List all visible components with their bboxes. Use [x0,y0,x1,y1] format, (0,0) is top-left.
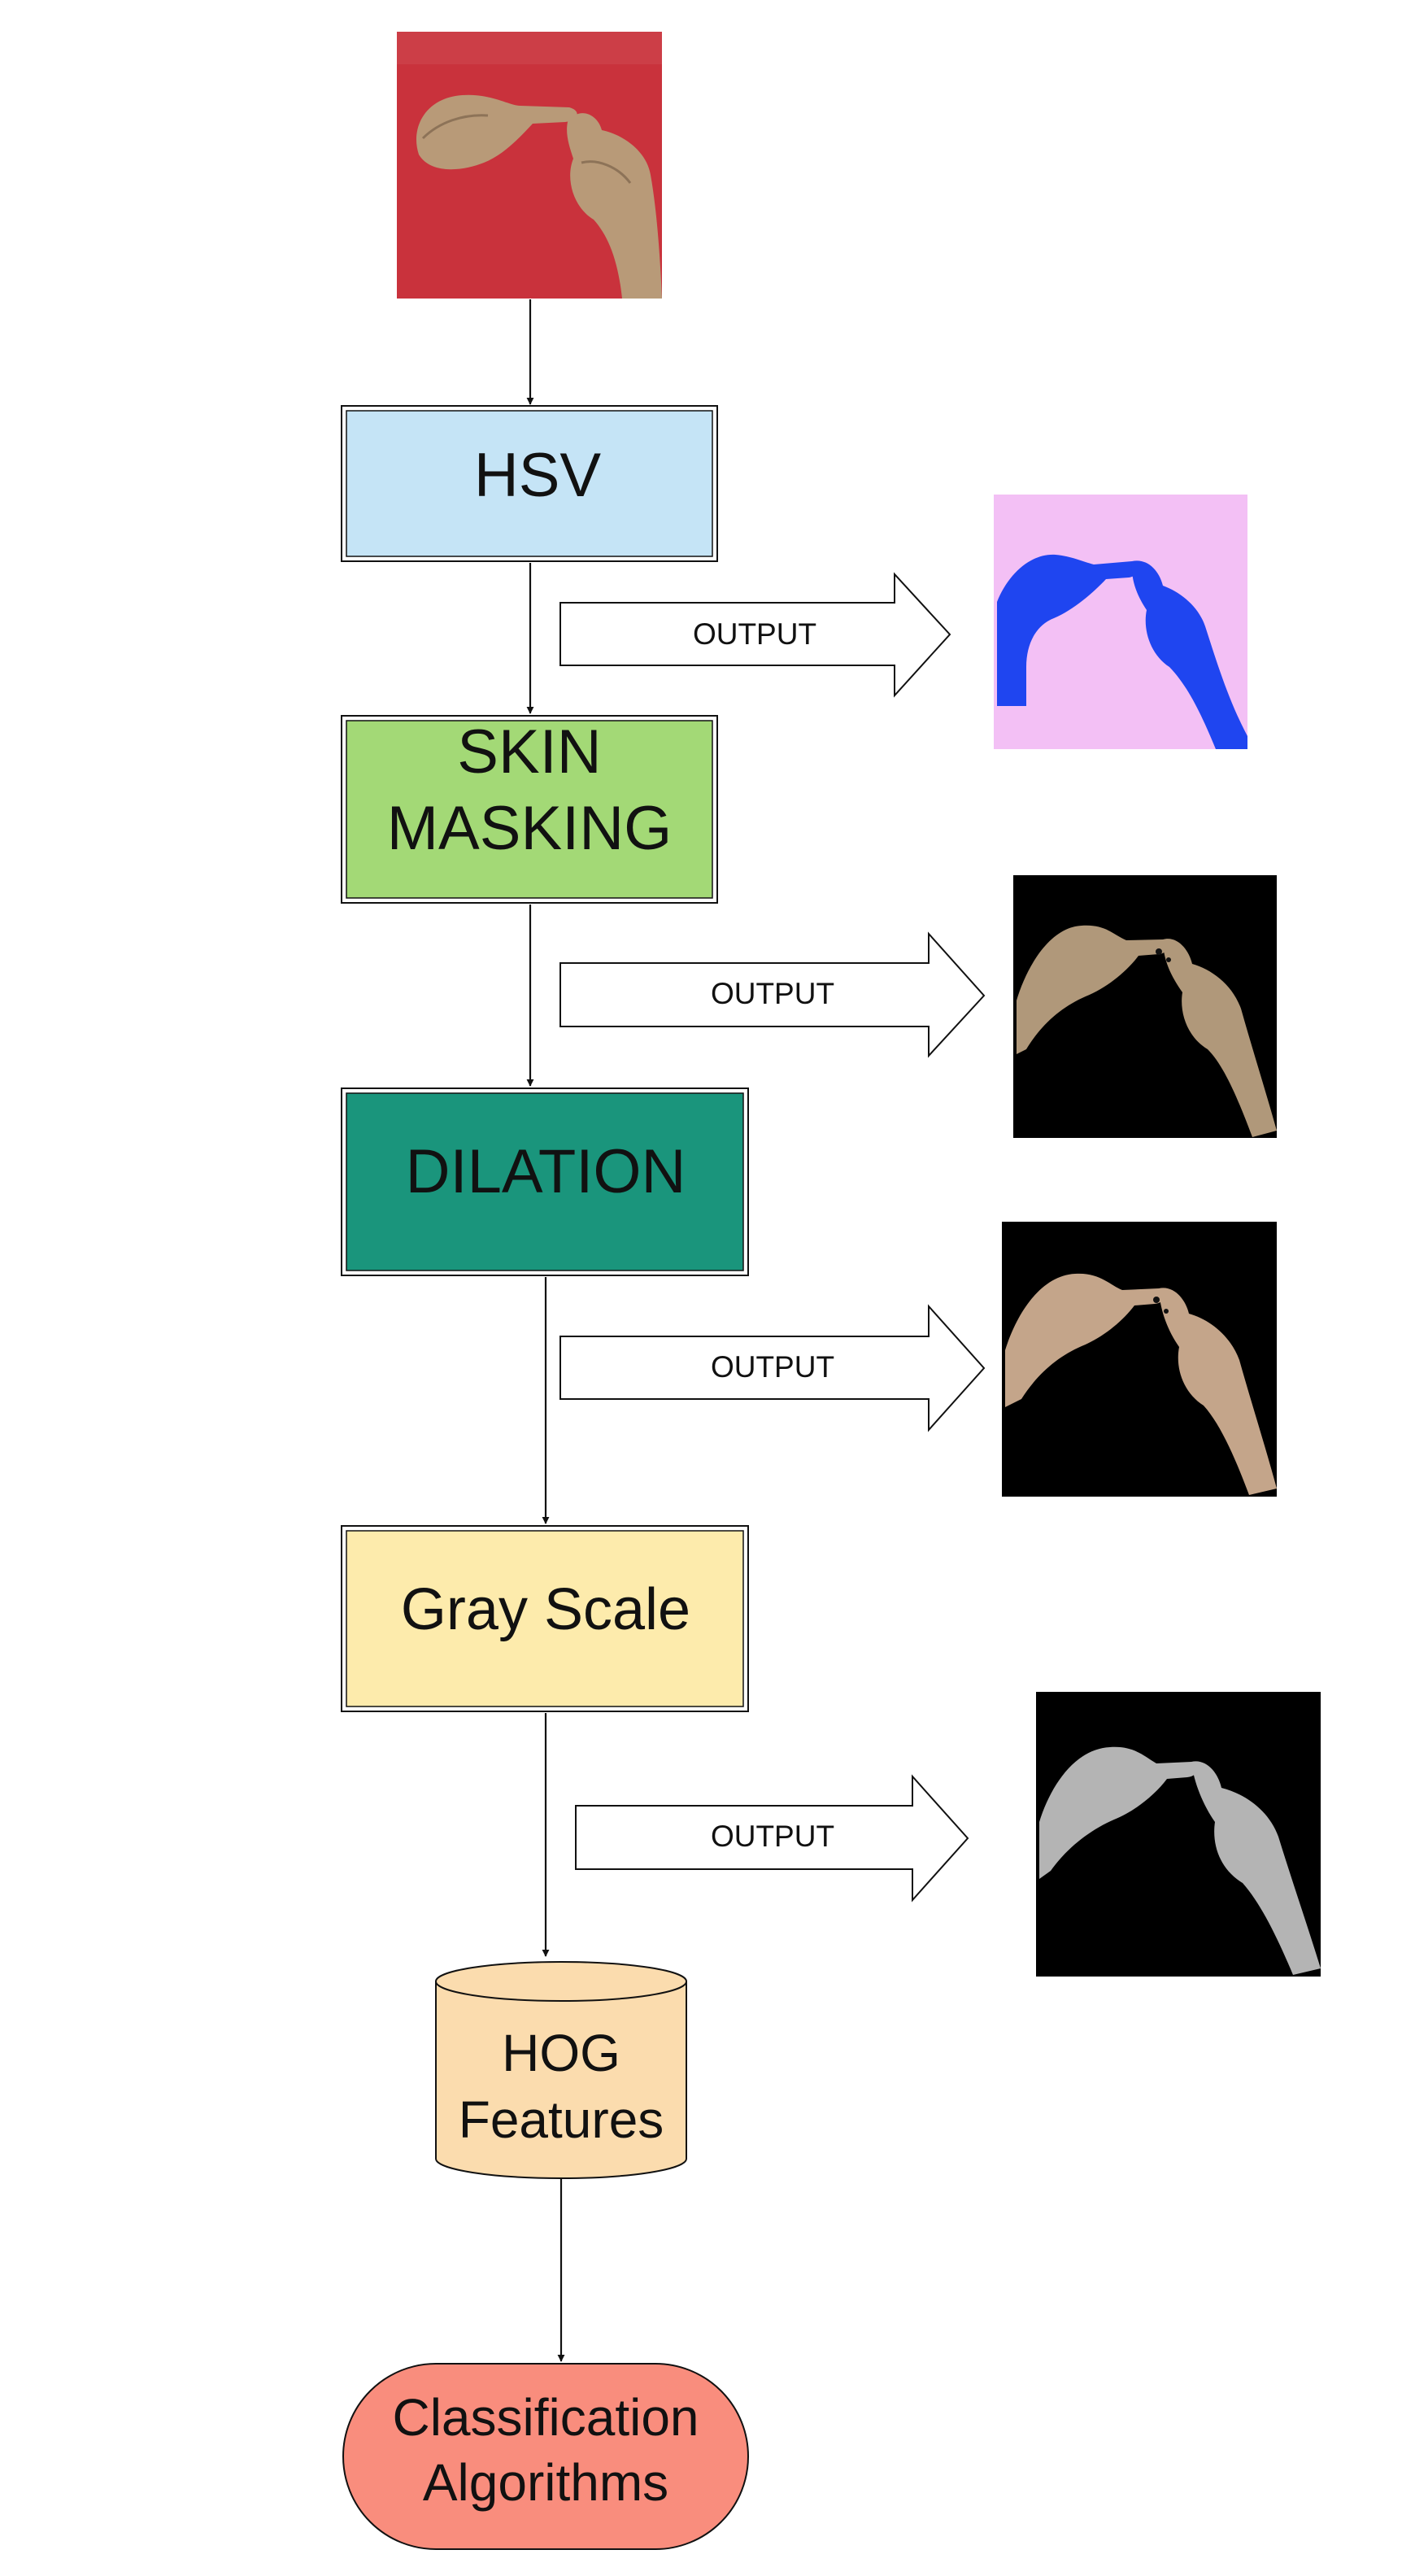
hsv-step: HSV [341,405,718,562]
classification-shape [342,2363,749,2550]
hog-label-line-1: HOG [502,2024,620,2082]
connectors [526,299,565,2362]
gray-scale-box [341,1525,749,1712]
hsv-box-fill [346,410,713,557]
skin-masking-label-line-1: SKIN [457,717,601,787]
classification-step: Classification Algorithms [342,2363,749,2550]
output-arrow-label: OUTPUT [711,1820,834,1853]
output-arrow-shape [559,572,951,698]
output-arrow-label: OUTPUT [693,617,816,651]
classification-label-line-1: Classification [392,2388,699,2447]
output-arrow-label: OUTPUT [711,977,834,1010]
hsv-box [341,405,718,562]
output-arrow-3: OUTPUT [559,1304,986,1432]
hog-cylinder-body [435,1981,687,2179]
dilation-label: DILATION [406,1137,686,1206]
output-arrow-shape [575,1774,969,1903]
input-photo [397,32,662,299]
gray-output-photo [1036,1692,1321,1977]
skin-masking-box-fill [346,720,713,899]
skin-masking-box [341,715,718,904]
output-arrow-1: OUTPUT [559,572,951,698]
output-arrow-shape [559,931,986,1058]
hog-label-line-2: Features [459,2090,664,2149]
hsv-label: HSV [474,441,602,510]
dilation-output-photo [1002,1222,1277,1497]
hsv-output-photo [994,495,1247,749]
hog-cylinder-top [435,1961,687,2002]
dilation-box-fill [346,1092,744,1271]
output-arrow-label: OUTPUT [711,1350,834,1384]
gray-scale-box-fill [346,1530,744,1707]
dilation-step: DILATION [341,1087,749,1276]
dilation-box [341,1087,749,1276]
classification-label-line-2: Algorithms [423,2453,668,2512]
output-arrow-4: OUTPUT [575,1774,969,1903]
skin-masking-label-line-2: MASKING [387,794,673,863]
output-arrow-2: OUTPUT [559,931,986,1058]
skin-masking-step: SKIN MASKING [341,715,718,904]
mask-output-photo [1013,875,1277,1138]
gray-scale-step: Gray Scale [341,1525,749,1712]
output-arrow-shape [559,1304,986,1432]
gray-scale-label: Gray Scale [401,1577,690,1642]
hog-features-step: HOG Features [435,1961,687,2179]
